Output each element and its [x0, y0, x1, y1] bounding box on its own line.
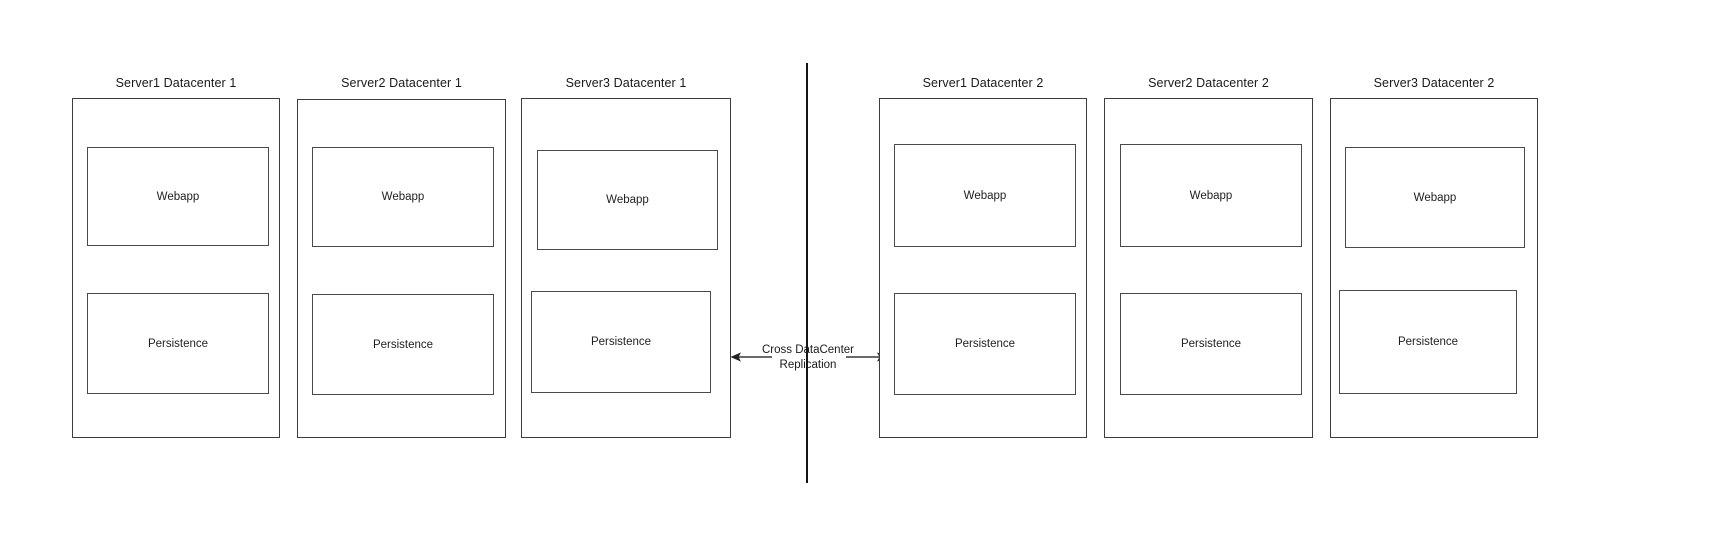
replication-label-line2: Replication — [779, 359, 837, 371]
component-persistence-dc1-server3[interactable]: Persistence — [531, 291, 711, 393]
server-box-dc1-server1[interactable]: Webapp Persistence — [72, 98, 280, 438]
component-label: Webapp — [963, 189, 1007, 202]
component-label: Persistence — [147, 337, 209, 350]
replication-label: Cross DataCenter Replication — [753, 343, 863, 373]
component-label: Persistence — [1397, 336, 1459, 348]
component-webapp-dc2-server1[interactable]: Webapp — [894, 144, 1076, 247]
server-box-dc2-server1[interactable]: Webapp Persistence — [879, 98, 1087, 438]
component-webapp-dc2-server3[interactable]: Webapp — [1345, 147, 1525, 248]
server-box-dc1-server2[interactable]: Webapp Persistence — [297, 99, 506, 438]
component-persistence-dc2-server1[interactable]: Persistence — [894, 293, 1076, 395]
server-box-dc1-server3[interactable]: Webapp Persistence — [521, 98, 731, 438]
component-persistence-dc2-server2[interactable]: Persistence — [1120, 293, 1302, 395]
server-label-dc2-server3: Server3 Datacenter 2 — [1373, 76, 1495, 90]
component-label: Webapp — [606, 194, 649, 206]
server-label-dc1-server3: Server3 Datacenter 1 — [565, 76, 687, 90]
component-label: Webapp — [156, 190, 200, 203]
component-label: Webapp — [381, 191, 425, 203]
component-webapp-dc1-server3[interactable]: Webapp — [537, 150, 718, 250]
component-label: Webapp — [1189, 189, 1233, 202]
server-label-dc2-server1: Server1 Datacenter 2 — [922, 76, 1044, 90]
component-label: Persistence — [372, 338, 434, 351]
datacenter-divider — [806, 63, 808, 483]
arrow-left-icon — [730, 352, 772, 362]
component-label: Persistence — [590, 336, 652, 348]
component-persistence-dc2-server3[interactable]: Persistence — [1339, 290, 1517, 394]
component-label: Persistence — [1180, 338, 1242, 350]
component-label: Webapp — [1413, 191, 1457, 204]
server-box-dc2-server3[interactable]: Webapp Persistence — [1330, 98, 1538, 438]
replication-label-line1: Cross DataCenter — [761, 344, 855, 356]
component-persistence-dc1-server2[interactable]: Persistence — [312, 294, 494, 395]
component-webapp-dc1-server2[interactable]: Webapp — [312, 147, 494, 247]
component-persistence-dc1-server1[interactable]: Persistence — [87, 293, 269, 394]
server-label-dc1-server2: Server2 Datacenter 1 — [341, 76, 462, 90]
component-webapp-dc1-server1[interactable]: Webapp — [87, 147, 269, 246]
component-label: Persistence — [954, 338, 1016, 350]
server-box-dc2-server2[interactable]: Webapp Persistence — [1104, 98, 1313, 438]
server-label-dc2-server2: Server2 Datacenter 2 — [1148, 76, 1269, 90]
server-label-dc1-server1: Server1 Datacenter 1 — [115, 76, 237, 90]
component-webapp-dc2-server2[interactable]: Webapp — [1120, 144, 1302, 247]
